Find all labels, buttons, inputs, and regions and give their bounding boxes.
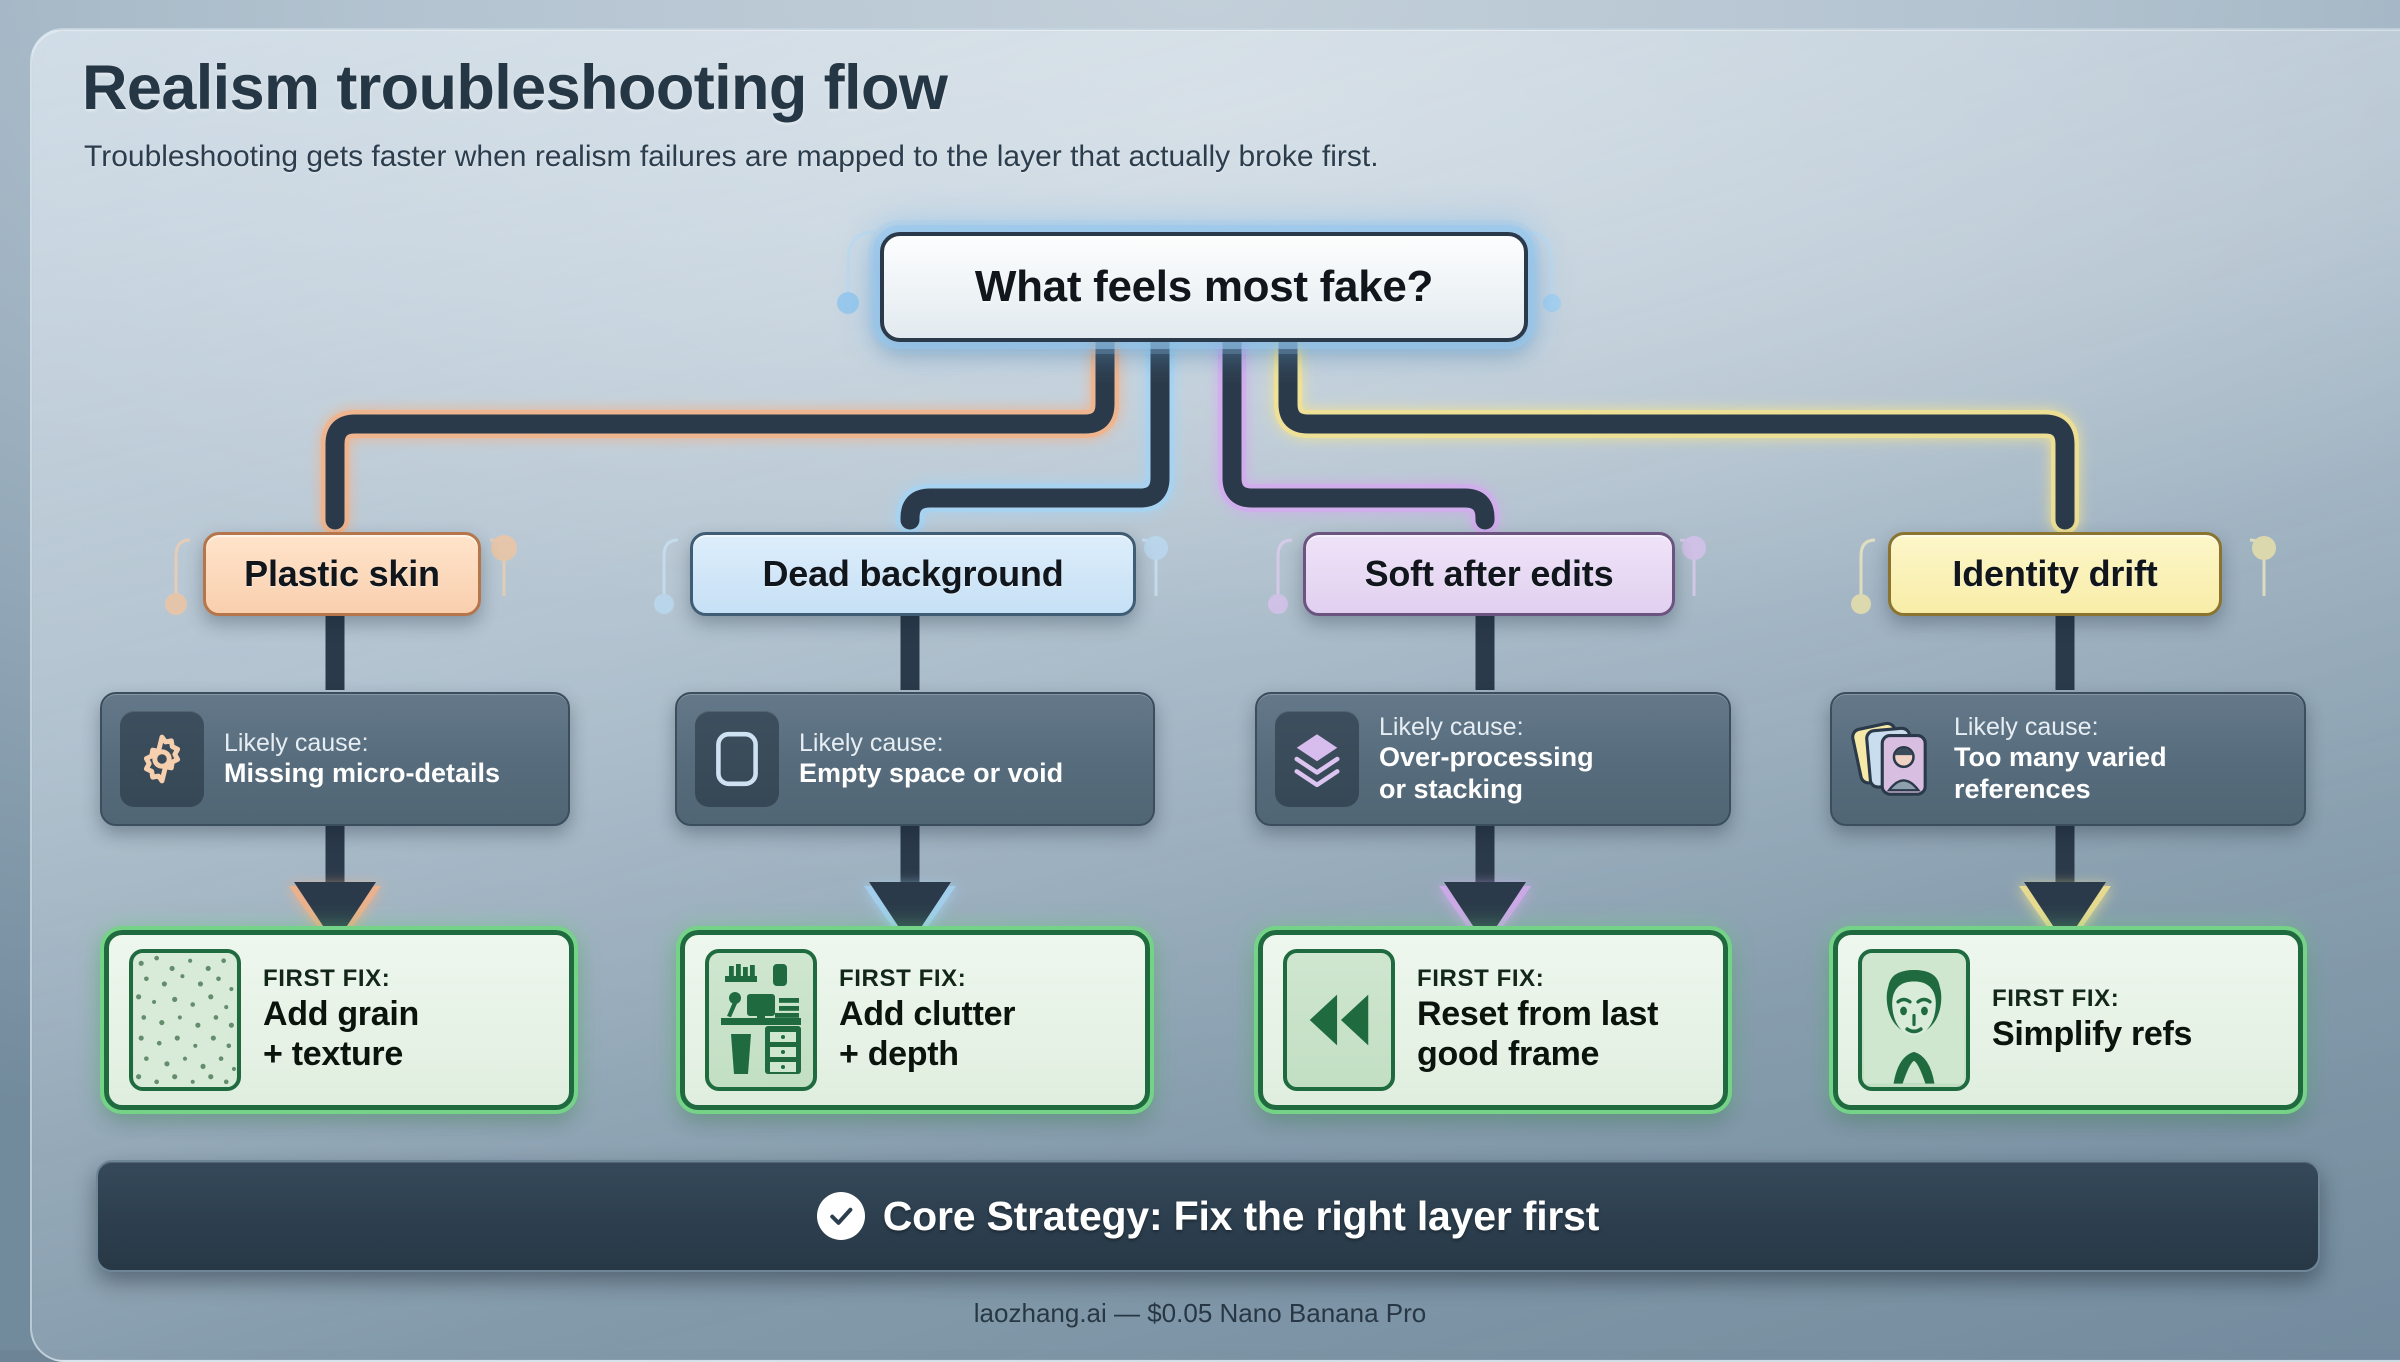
fix-value: Add grain + texture <box>263 994 419 1074</box>
branch-label: Dead background <box>762 553 1064 594</box>
branch-label: Soft after edits <box>1364 553 1614 594</box>
cause-value: Missing micro-details <box>224 757 501 788</box>
root-decision-node[interactable]: What feels most fake? <box>880 232 1528 342</box>
fix-kicker: FIRST FIX: <box>1417 964 1545 992</box>
cause-card-dead-background[interactable]: Likely cause: Empty space or void <box>675 692 1155 826</box>
layers-icon <box>1275 711 1359 807</box>
fix-value: Reset from last good frame <box>1417 994 1659 1074</box>
cause-kicker: Likely cause: <box>1954 713 2099 742</box>
core-strategy-label: Core Strategy: Fix the right layer first <box>882 1192 1600 1239</box>
page-subtitle: Troubleshooting gets faster when realism… <box>84 140 1379 173</box>
page-title: Realism troubleshooting flow <box>82 53 948 123</box>
cause-kicker: Likely cause: <box>799 728 944 757</box>
branch-node-identity-drift[interactable]: Identity drift <box>1888 532 2222 616</box>
fix-card-soft-after-edits[interactable]: FIRST FIX: Reset from last good frame <box>1254 926 1732 1114</box>
fix-card-dead-background[interactable]: FIRST FIX: Add clutter + depth <box>676 926 1154 1114</box>
fix-kicker: FIRST FIX: <box>263 964 391 992</box>
fix-text-block: FIRST FIX: Add grain + texture <box>263 965 419 1075</box>
portrait-icon <box>1858 949 1970 1091</box>
branch-node-soft-after-edits[interactable]: Soft after edits <box>1303 532 1675 616</box>
fix-value: Simplify refs <box>1992 1015 2193 1053</box>
fix-text-block: FIRST FIX: Add clutter + depth <box>839 965 1015 1075</box>
cause-kicker: Likely cause: <box>224 728 369 757</box>
cause-value: Too many varied references <box>1954 742 2167 804</box>
gear-icon <box>120 711 204 807</box>
cause-text-block: Likely cause: Over-processing or stackin… <box>1379 713 1594 805</box>
branch-node-dead-background[interactable]: Dead background <box>690 532 1136 616</box>
fix-card-plastic-skin[interactable]: FIRST FIX: Add grain + texture <box>100 926 578 1114</box>
watermark: laozhang.ai — $0.05 Nano Banana Pro <box>973 1298 1427 1328</box>
rewind-icon <box>1283 949 1395 1091</box>
check-circle-icon <box>816 1192 865 1240</box>
core-strategy-bar[interactable]: Core Strategy: Fix the right layer first <box>96 1160 2320 1272</box>
cause-kicker: Likely cause: <box>1379 713 1524 742</box>
branch-label: Plastic skin <box>244 553 440 594</box>
cause-card-plastic-skin[interactable]: Likely cause: Missing micro-details <box>100 692 570 826</box>
fix-kicker: FIRST FIX: <box>1992 985 2120 1013</box>
fix-text-block: FIRST FIX: Simplify refs <box>1992 985 2192 1055</box>
desk-clutter-icon <box>705 949 817 1091</box>
fix-card-identity-drift[interactable]: FIRST FIX: Simplify refs <box>1829 926 2307 1114</box>
cause-text-block: Likely cause: Empty space or void <box>799 729 1063 789</box>
cause-text-block: Likely cause: Missing micro-details <box>224 729 500 789</box>
fix-value: Add clutter + depth <box>839 994 1016 1074</box>
fix-kicker: FIRST FIX: <box>839 964 967 992</box>
branch-node-plastic-skin[interactable]: Plastic skin <box>203 532 481 616</box>
cause-value: Empty space or void <box>799 757 1064 788</box>
photo-stack-icon <box>1850 711 1934 807</box>
root-node-label: What feels most fake? <box>974 262 1434 311</box>
cause-value: Over-processing or stacking <box>1379 742 1594 804</box>
cause-card-identity-drift[interactable]: Likely cause: Too many varied references <box>1830 692 2306 826</box>
branch-label: Identity drift <box>1952 553 2158 594</box>
cause-card-soft-after-edits[interactable]: Likely cause: Over-processing or stackin… <box>1255 692 1731 826</box>
fix-text-block: FIRST FIX: Reset from last good frame <box>1417 965 1658 1075</box>
grain-texture-icon <box>129 949 241 1091</box>
empty-frame-icon <box>695 711 779 807</box>
cause-text-block: Likely cause: Too many varied references <box>1954 713 2167 805</box>
